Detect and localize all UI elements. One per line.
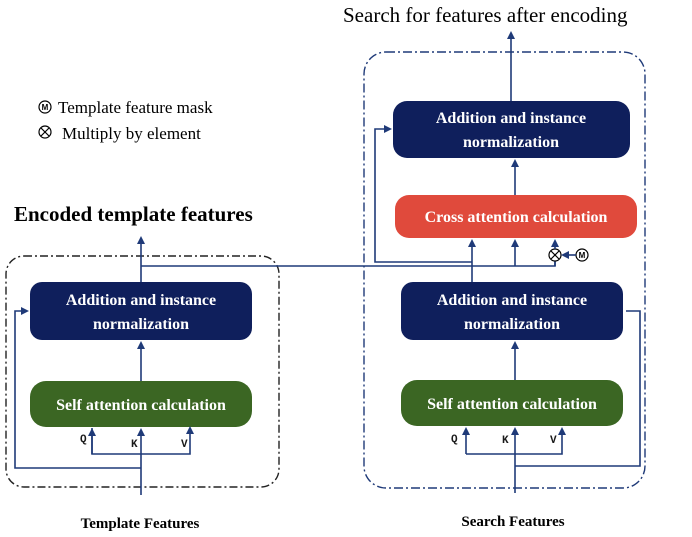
right-add-norm-box: Addition and instance normalization: [401, 282, 623, 340]
cross-multiply-icon: [548, 248, 562, 262]
right-panel-border: [363, 51, 646, 489]
legend: M Template feature mask Multiply by elem…: [38, 98, 213, 143]
left-k-label: K: [131, 439, 138, 451]
search-features-caption: Search Features: [461, 514, 564, 530]
svg-text:normalization: normalization: [463, 134, 559, 151]
svg-text:Self attention calculation: Self attention calculation: [56, 397, 226, 414]
legend-mask-label: Template feature mask: [58, 98, 213, 117]
left-self-attention-box: Self attention calculation: [30, 381, 252, 427]
cross-attention-box: Cross attention calculation: [395, 195, 637, 238]
output-title: Search for features after encoding: [343, 3, 628, 27]
svg-text:Addition and instance: Addition and instance: [437, 292, 587, 309]
right-flow-lines: [374, 31, 641, 493]
svg-text:Cross attention calculation: Cross attention calculation: [425, 209, 608, 226]
left-flow-lines: [14, 236, 194, 495]
svg-text:normalization: normalization: [464, 316, 560, 333]
right-q-label: Q: [451, 434, 458, 446]
left-q-label: Q: [80, 434, 87, 446]
left-v-label: V: [181, 439, 188, 451]
svg-text:Addition and instance: Addition and instance: [436, 110, 586, 127]
right-top-add-norm-box: Addition and instance normalization: [393, 101, 630, 158]
template-to-cross-line: [141, 258, 556, 267]
template-features-caption: Template Features: [81, 516, 200, 532]
legend-multiply-label: Multiply by element: [62, 124, 201, 143]
svg-text:Self attention calculation: Self attention calculation: [427, 396, 597, 413]
right-self-attention-box: Self attention calculation: [401, 380, 623, 426]
encoded-template-title: Encoded template features: [14, 202, 253, 226]
svg-text:normalization: normalization: [93, 316, 189, 333]
left-add-norm-box: Addition and instance normalization: [30, 282, 252, 340]
svg-text:Addition and instance: Addition and instance: [66, 292, 216, 309]
left-panel-border: [5, 255, 280, 488]
mask-icon: M: [38, 100, 52, 114]
right-k-label: K: [502, 435, 509, 447]
multiply-icon: [38, 125, 52, 139]
svg-text:M: M: [579, 251, 586, 260]
svg-text:M: M: [42, 103, 49, 112]
cross-mask-icon: M: [575, 248, 589, 262]
right-v-label: V: [550, 435, 557, 447]
